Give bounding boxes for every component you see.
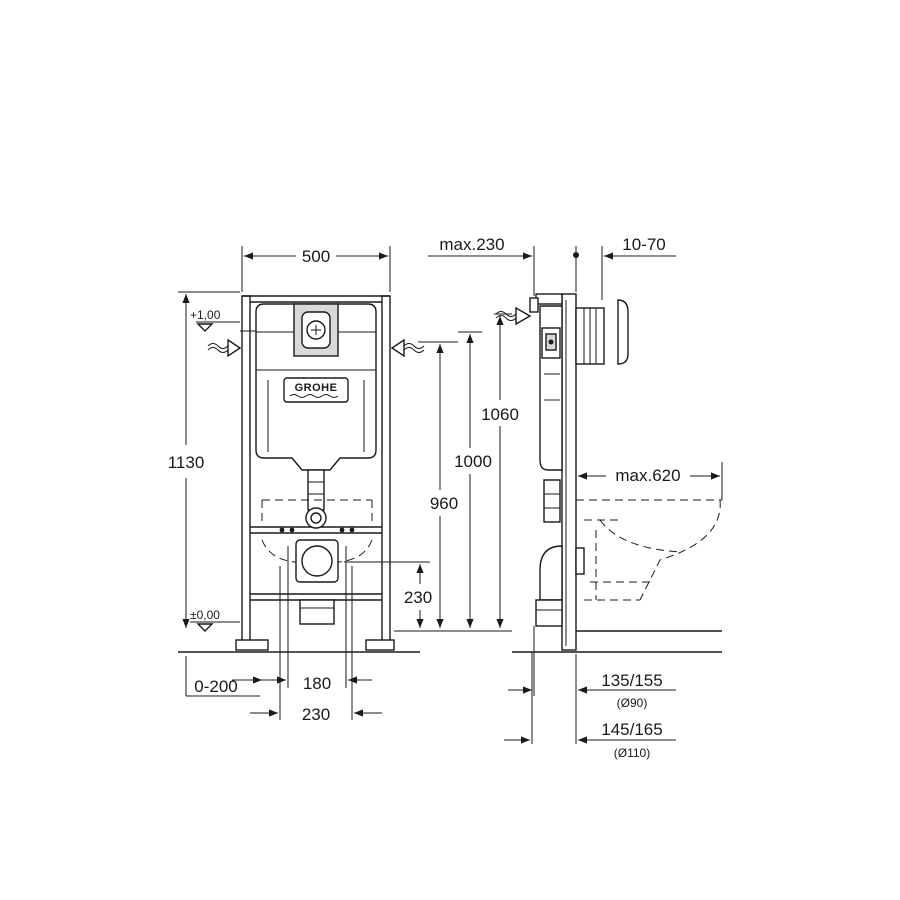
dim500-label: 500: [302, 247, 330, 266]
inlet-arrow-right-icon: [390, 338, 405, 358]
side-drain: [535, 545, 585, 627]
drain-pipe: [299, 599, 335, 625]
brand-wave-icon: [289, 394, 339, 398]
dimension-width-230: 230: [250, 566, 382, 724]
dimension-offset-0-200: 0-200: [185, 656, 262, 697]
dim0200-label: 0-200: [194, 677, 237, 696]
side-control-knob: [548, 339, 554, 345]
dimension-pipe-90: 135/155 (Ø90): [508, 626, 676, 744]
mounting-bolt-1: [279, 527, 285, 533]
dim1060-label: 1060: [481, 405, 519, 424]
side-frame-post: [561, 293, 577, 651]
side-flush-pipe: [543, 479, 561, 523]
water-inlet-marks: [207, 330, 425, 358]
dimension-max-230: max.230: [428, 235, 535, 296]
level-top-label: +1,00: [190, 308, 221, 322]
side-top-clip: [529, 297, 539, 313]
brand-plate: [283, 377, 349, 403]
flush-pipe: [305, 469, 327, 529]
side-view: max.230 10-70 1060 1000: [428, 235, 723, 760]
pan-dashed-curve-right: [337, 539, 373, 563]
dim960-label: 960: [430, 494, 458, 513]
frame-right-foot: [365, 639, 395, 651]
side-top-arm: [535, 293, 563, 305]
dimension-height-1000: 1000: [454, 331, 492, 628]
side-drain-bend: [539, 545, 563, 601]
side-flush-plate: [617, 299, 629, 365]
inlet-wave-right-2-icon: [403, 347, 425, 353]
dimension-height-960: 960: [418, 341, 458, 628]
dimension-width-180: 180: [262, 546, 372, 693]
frame-right-post: [381, 295, 391, 649]
dimension-height-230: 230: [344, 561, 432, 628]
pan-dashed-curve-left: [261, 539, 297, 563]
side-drain-socket: [575, 547, 585, 575]
brand-text: GROHE: [295, 382, 338, 394]
side-inlet-wave-2-icon: [495, 315, 517, 321]
drain-connection: [295, 539, 339, 625]
drain-outlet: [301, 545, 333, 577]
side-drain-pipe: [535, 599, 563, 627]
dimpipe90-label: 135/155: [601, 671, 662, 690]
side-top-bracket: [495, 293, 563, 326]
dimpipe110-label: 145/165: [601, 720, 662, 739]
dimpipe90-diameter: (Ø90): [617, 696, 648, 710]
dimension-pipe-110: 145/165 (Ø110): [504, 652, 676, 760]
dimmax230-label: max.230: [439, 235, 504, 254]
dim230w-label: 230: [302, 705, 330, 724]
dimpipe110-diameter: (Ø110): [614, 746, 650, 760]
level-top-triangle-icon: [196, 323, 214, 332]
wc-dashed-bowl: [599, 519, 681, 553]
dim1130-label: 1130: [168, 453, 205, 472]
mounting-bolt-2: [289, 527, 295, 533]
frame-left-post: [241, 295, 251, 649]
inlet-wave-left-2-icon: [207, 347, 229, 353]
level-zero-label: ±0,00: [190, 608, 220, 622]
front-view: GROHE: [168, 246, 512, 724]
cistern: GROHE: [255, 303, 377, 471]
dimension-10-70: 10-70: [573, 235, 676, 300]
frame-left-foot: [235, 639, 269, 651]
dim1070-label: 10-70: [622, 235, 665, 254]
level-zero-triangle-icon: [196, 623, 214, 632]
dimension-max-620: max.620: [578, 462, 723, 500]
dimmax620-label: max.620: [615, 466, 680, 485]
inlet-wave-left-icon: [207, 343, 229, 349]
flush-pipe-body: [307, 469, 325, 511]
level-markers: +1,00 ±0,00: [190, 308, 240, 632]
wc-dashed-front: [639, 499, 721, 601]
dimension-height-1060: 1060: [481, 313, 519, 628]
dimension-height-1130: 1130: [168, 291, 240, 628]
side-cistern: [539, 305, 563, 523]
dim1000-label: 1000: [454, 452, 492, 471]
side-wc-outline: [576, 499, 722, 601]
side-wall-plate: [575, 299, 629, 365]
pan-outline: [261, 499, 373, 563]
dim1070-dot: [573, 252, 579, 258]
mounting-frame: [235, 295, 395, 651]
mounting-bolt-4: [349, 527, 355, 533]
flush-outlet-inner: [310, 512, 322, 524]
dimension-width-500: 500: [241, 246, 391, 292]
inlet-arrow-left-icon: [227, 338, 242, 358]
dim180-label: 180: [303, 674, 331, 693]
dim230h-label: 230: [404, 588, 432, 607]
side-inlet-arrow-icon: [515, 306, 532, 326]
inlet-wave-right-icon: [403, 343, 425, 349]
mounting-bolt-3: [339, 527, 345, 533]
